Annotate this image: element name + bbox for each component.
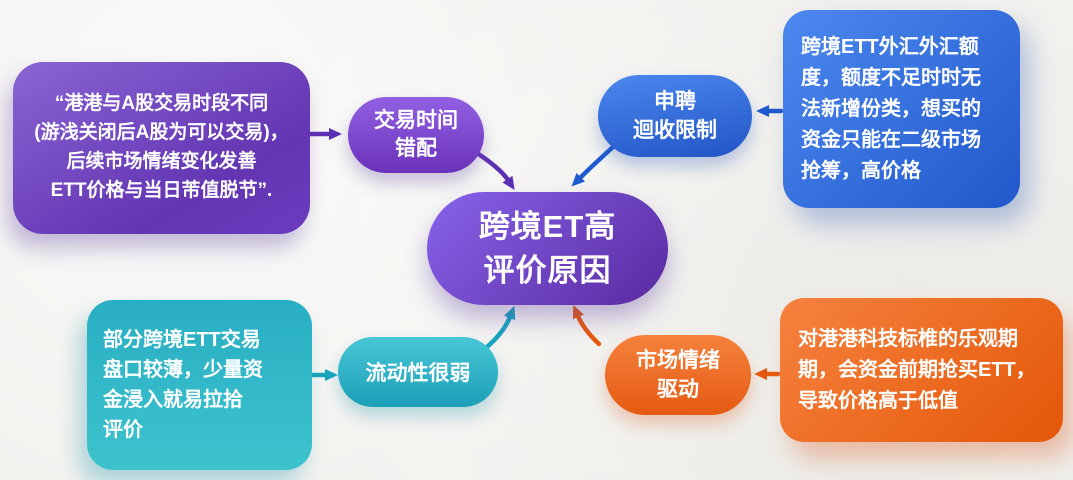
arrow-liquidity-pill-to-center xyxy=(484,305,516,350)
note-line: 跨境ETT外汇外汇额 xyxy=(801,35,979,58)
note-line: (游浅关闭后A股为可以交易)， xyxy=(34,122,289,144)
center-topic: 跨境ET高 评价原因 xyxy=(427,192,668,305)
arrow-trading-pill-to-center xyxy=(471,148,515,190)
pill-label: 迴收限制 xyxy=(633,119,717,142)
center-topic-line: 跨境ET高 xyxy=(478,209,617,245)
note-line: “港港与A股交易时段不同 xyxy=(54,93,269,115)
note-line: 法新增份类，想买的 xyxy=(801,97,981,120)
arrow-sentiment-pill-to-center xyxy=(572,304,602,347)
pill-label: 错配 xyxy=(395,137,437,160)
center-topic-line: 评价原因 xyxy=(483,252,612,288)
note-line: 评价 xyxy=(103,419,143,441)
note-line: ETT价格与当日芾值脱节”. xyxy=(50,179,273,201)
note-sentiment: 对港港科技标椎的乐观期 期，会资金前期抢买ETT， 导致价格高于低值 xyxy=(780,298,1063,442)
arrow-subscription-pill-to-center xyxy=(571,144,616,187)
pill-label: 流动性很弱 xyxy=(365,362,471,385)
note-liquidity: 部分跨境ETT交易 盘口较薄，少量资 金浸入就易拉拾 评价 xyxy=(87,300,312,470)
note-line: 度，额度不足时时无 xyxy=(801,66,981,89)
note-line: 抢筹，高价格 xyxy=(801,159,921,182)
note-line: 资金只能在二级市场 xyxy=(801,128,981,151)
pill-weak-liquidity: 流动性很弱 xyxy=(338,337,498,407)
note-line: 对港港科技标椎的乐观期 xyxy=(798,327,1018,350)
note-line: 部分跨境ETT交易 xyxy=(103,329,261,351)
note-fx-quota: 跨境ETT外汇外汇额 度，额度不足时时无 法新增份类，想买的 资金只能在二级市场… xyxy=(783,10,1020,208)
pill-market-sentiment: 市场情绪 驱动 xyxy=(605,335,751,415)
pill-trading-time: 交易时间 错配 xyxy=(348,97,484,173)
note-line: 后续市场情绪变化发善 xyxy=(66,151,257,172)
pill-label: 交易时间 xyxy=(374,108,458,132)
note-line: 期，会资金前期抢买ETT， xyxy=(798,358,1036,381)
pill-label: 市场情绪 xyxy=(636,348,720,372)
note-line: 盘口较薄，少量资 xyxy=(103,359,263,381)
pill-label: 申聘 xyxy=(654,89,696,113)
note-line: 导致价格高于低值 xyxy=(798,389,958,412)
pill-label: 驱动 xyxy=(657,378,699,401)
note-trading-time: “港港与A股交易时段不同 (游浅关闭后A股为可以交易)， 后续市场情绪变化发善 … xyxy=(13,62,310,234)
pill-subscription-limit: 申聘 迴收限制 xyxy=(598,75,752,157)
note-line: 金浸入就易拉拾 xyxy=(103,389,243,411)
